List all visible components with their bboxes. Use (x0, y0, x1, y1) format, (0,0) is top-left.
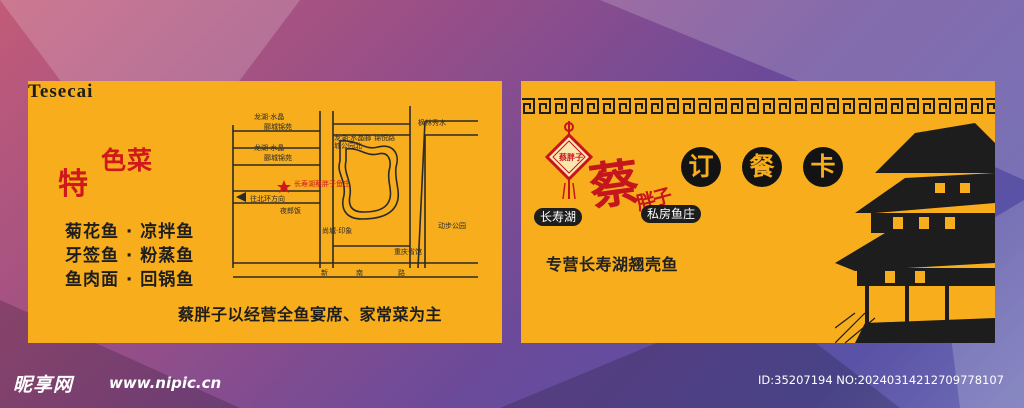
dish-line: 鱼肉面 · 回锅鱼 (65, 270, 195, 290)
greek-key-unit (570, 98, 583, 114)
greek-key-unit (666, 98, 679, 114)
order-char: 卡 (803, 147, 843, 187)
old-building-illustration (835, 123, 995, 343)
te-char: 特 (58, 167, 88, 202)
greek-key-unit (970, 98, 983, 114)
lantern-text: 蔡胖子 (559, 153, 583, 162)
greek-key-unit (762, 98, 775, 114)
greek-key-border (522, 98, 995, 114)
map-label: 枫林秀水 (418, 119, 446, 127)
map-label: 郦城锦苑 (264, 154, 292, 162)
greek-key-unit (906, 98, 919, 114)
greek-key-unit (794, 98, 807, 114)
order-char: 订 (681, 147, 721, 187)
map-label: 南 (356, 269, 363, 277)
map-label: 往北环方向 (250, 195, 285, 203)
map-label: 长寿湖蔡胖子鱼庄 (294, 180, 350, 188)
greek-key-unit (714, 98, 727, 114)
map-label: 城公园北 (334, 142, 362, 150)
map-label: 龙湖·水晶 (254, 144, 285, 152)
greek-key-unit (986, 98, 995, 114)
greek-key-unit (618, 98, 631, 114)
location-map (232, 106, 478, 278)
greek-key-unit (890, 98, 903, 114)
business-card-back: 蔡胖子 蔡 胖子 长寿湖 私房鱼庄 订 餐 卡 专营长寿湖翘壳鱼 (521, 81, 995, 343)
greek-key-unit (698, 98, 711, 114)
greek-key-unit (538, 98, 551, 114)
map-label: 新 (321, 269, 328, 277)
greek-key-unit (922, 98, 935, 114)
greek-key-unit (682, 98, 695, 114)
map-label: 重庆省馆 (394, 248, 422, 256)
greek-key-unit (778, 98, 791, 114)
brand-cai-char: 蔡 (585, 151, 644, 218)
specialty-text: 专营长寿湖翘壳鱼 (546, 255, 679, 274)
map-label: 夜郎饭 (280, 207, 301, 215)
tesecai-subtitle: Tesecai (28, 81, 94, 102)
map-label: 路 (398, 269, 405, 277)
greek-key-unit (730, 98, 743, 114)
watermark-logo: 昵享网 (13, 374, 74, 396)
greek-key-unit (938, 98, 951, 114)
greek-key-unit (874, 98, 887, 114)
slogan-text: 蔡胖子以经营全鱼宴席、家常菜为主 (178, 305, 443, 324)
map-label: 龙湖·水晶 (254, 113, 285, 121)
order-char: 餐 (742, 147, 782, 187)
map-label: 尚城·印象 (322, 227, 353, 235)
map-label: 动步公园 (438, 222, 466, 230)
greek-key-unit (602, 98, 615, 114)
business-card-front: 特 色菜 Tesecai 菊花鱼 · 凉拌鱼 牙签鱼 · 粉蒸鱼 鱼肉面 · 回… (28, 81, 502, 343)
watermark-url: www.nipic.cn (109, 374, 222, 392)
greek-key-unit (522, 98, 535, 114)
greek-key-unit (810, 98, 823, 114)
greek-key-unit (634, 98, 647, 114)
greek-key-unit (954, 98, 967, 114)
greek-key-unit (842, 98, 855, 114)
dish-line: 菊花鱼 · 凉拌鱼 (65, 222, 195, 242)
greek-key-unit (826, 98, 839, 114)
dish-line: 牙签鱼 · 粉蒸鱼 (65, 246, 195, 266)
pill-private-fish: 私房鱼庄 (641, 205, 702, 223)
secai-title: 色菜 (101, 146, 154, 175)
lantern-logo (544, 121, 594, 200)
map-label: 郦城锦苑 (264, 123, 292, 131)
map-label: 锦悦路 (374, 134, 395, 142)
pill-changshouhu: 长寿湖 (534, 208, 583, 226)
watermark-id: ID:35207194 NO:20240314212709778107 (758, 373, 1004, 387)
greek-key-unit (650, 98, 663, 114)
greek-key-unit (858, 98, 871, 114)
greek-key-unit (746, 98, 759, 114)
greek-key-unit (554, 98, 567, 114)
map-label: 龙湖·水晶郦 (334, 134, 372, 142)
greek-key-unit (586, 98, 599, 114)
